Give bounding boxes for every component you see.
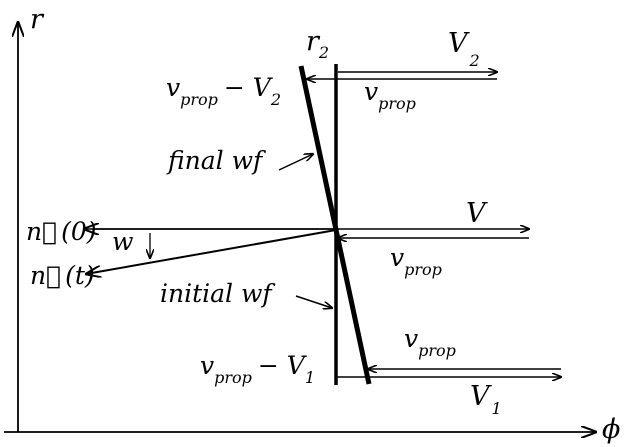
V2-label: V2 xyxy=(448,28,480,70)
vprop-top-label: vprop xyxy=(364,77,416,113)
vprop-minus-V1-label: vprop− V1 xyxy=(200,351,315,387)
V-mid-label: V xyxy=(466,198,488,229)
n0-label: n⃗(0) xyxy=(26,217,97,246)
r2-label: r2 xyxy=(306,26,329,62)
vprop-minus-V2-label: vprop− V2 xyxy=(166,73,281,109)
w-label: w xyxy=(112,227,133,256)
tilted-wavefront xyxy=(298,65,372,385)
r-axis-label: r xyxy=(30,4,45,35)
nt-label: n⃗(t) xyxy=(30,261,95,290)
initial-wf-pointer xyxy=(295,295,332,308)
phi-axis-label: ϕ xyxy=(602,414,620,445)
vprop-mid-label: vprop xyxy=(390,243,442,279)
final-wf-pointer xyxy=(278,154,313,171)
n-t-arrow xyxy=(86,229,337,274)
initial-wf-label: initial wf xyxy=(160,279,275,308)
vprop-bottom-label: vprop xyxy=(404,324,456,360)
final-wf-label: final wf xyxy=(166,146,266,175)
